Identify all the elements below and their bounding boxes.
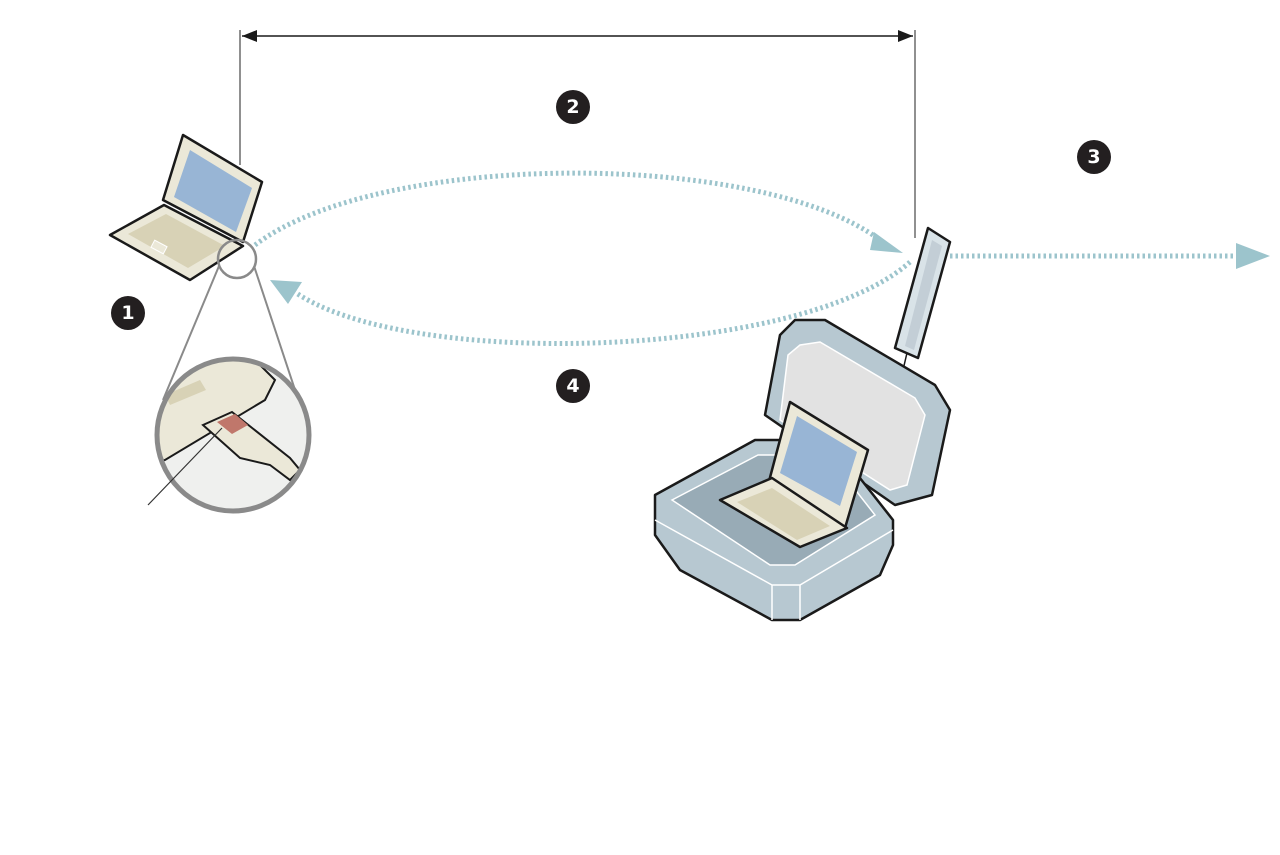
svg-text:1: 1 (121, 302, 134, 324)
signal-broadcast (950, 243, 1270, 269)
arrowhead-icon (270, 280, 302, 304)
step-badge-3: 3 (1077, 140, 1111, 174)
laptop-icon (108, 133, 264, 282)
step-badge-4: 4 (556, 369, 590, 403)
svg-text:4: 4 (566, 375, 579, 397)
leader-line (147, 427, 223, 506)
step-badge-2: 2 (556, 90, 590, 124)
usb-plug-icon (157, 359, 309, 511)
arrowhead-icon (1236, 243, 1270, 269)
rugged-case-icon (653, 226, 952, 622)
svg-text:2: 2 (566, 96, 579, 118)
signal-outbound (253, 170, 903, 253)
svg-text:3: 3 (1087, 146, 1100, 168)
arrowhead-icon (870, 232, 903, 253)
signal-return (270, 260, 912, 347)
usb-zoom-callout (147, 238, 312, 514)
step-badge-1: 1 (111, 296, 145, 330)
distance-dimension (239, 30, 916, 238)
